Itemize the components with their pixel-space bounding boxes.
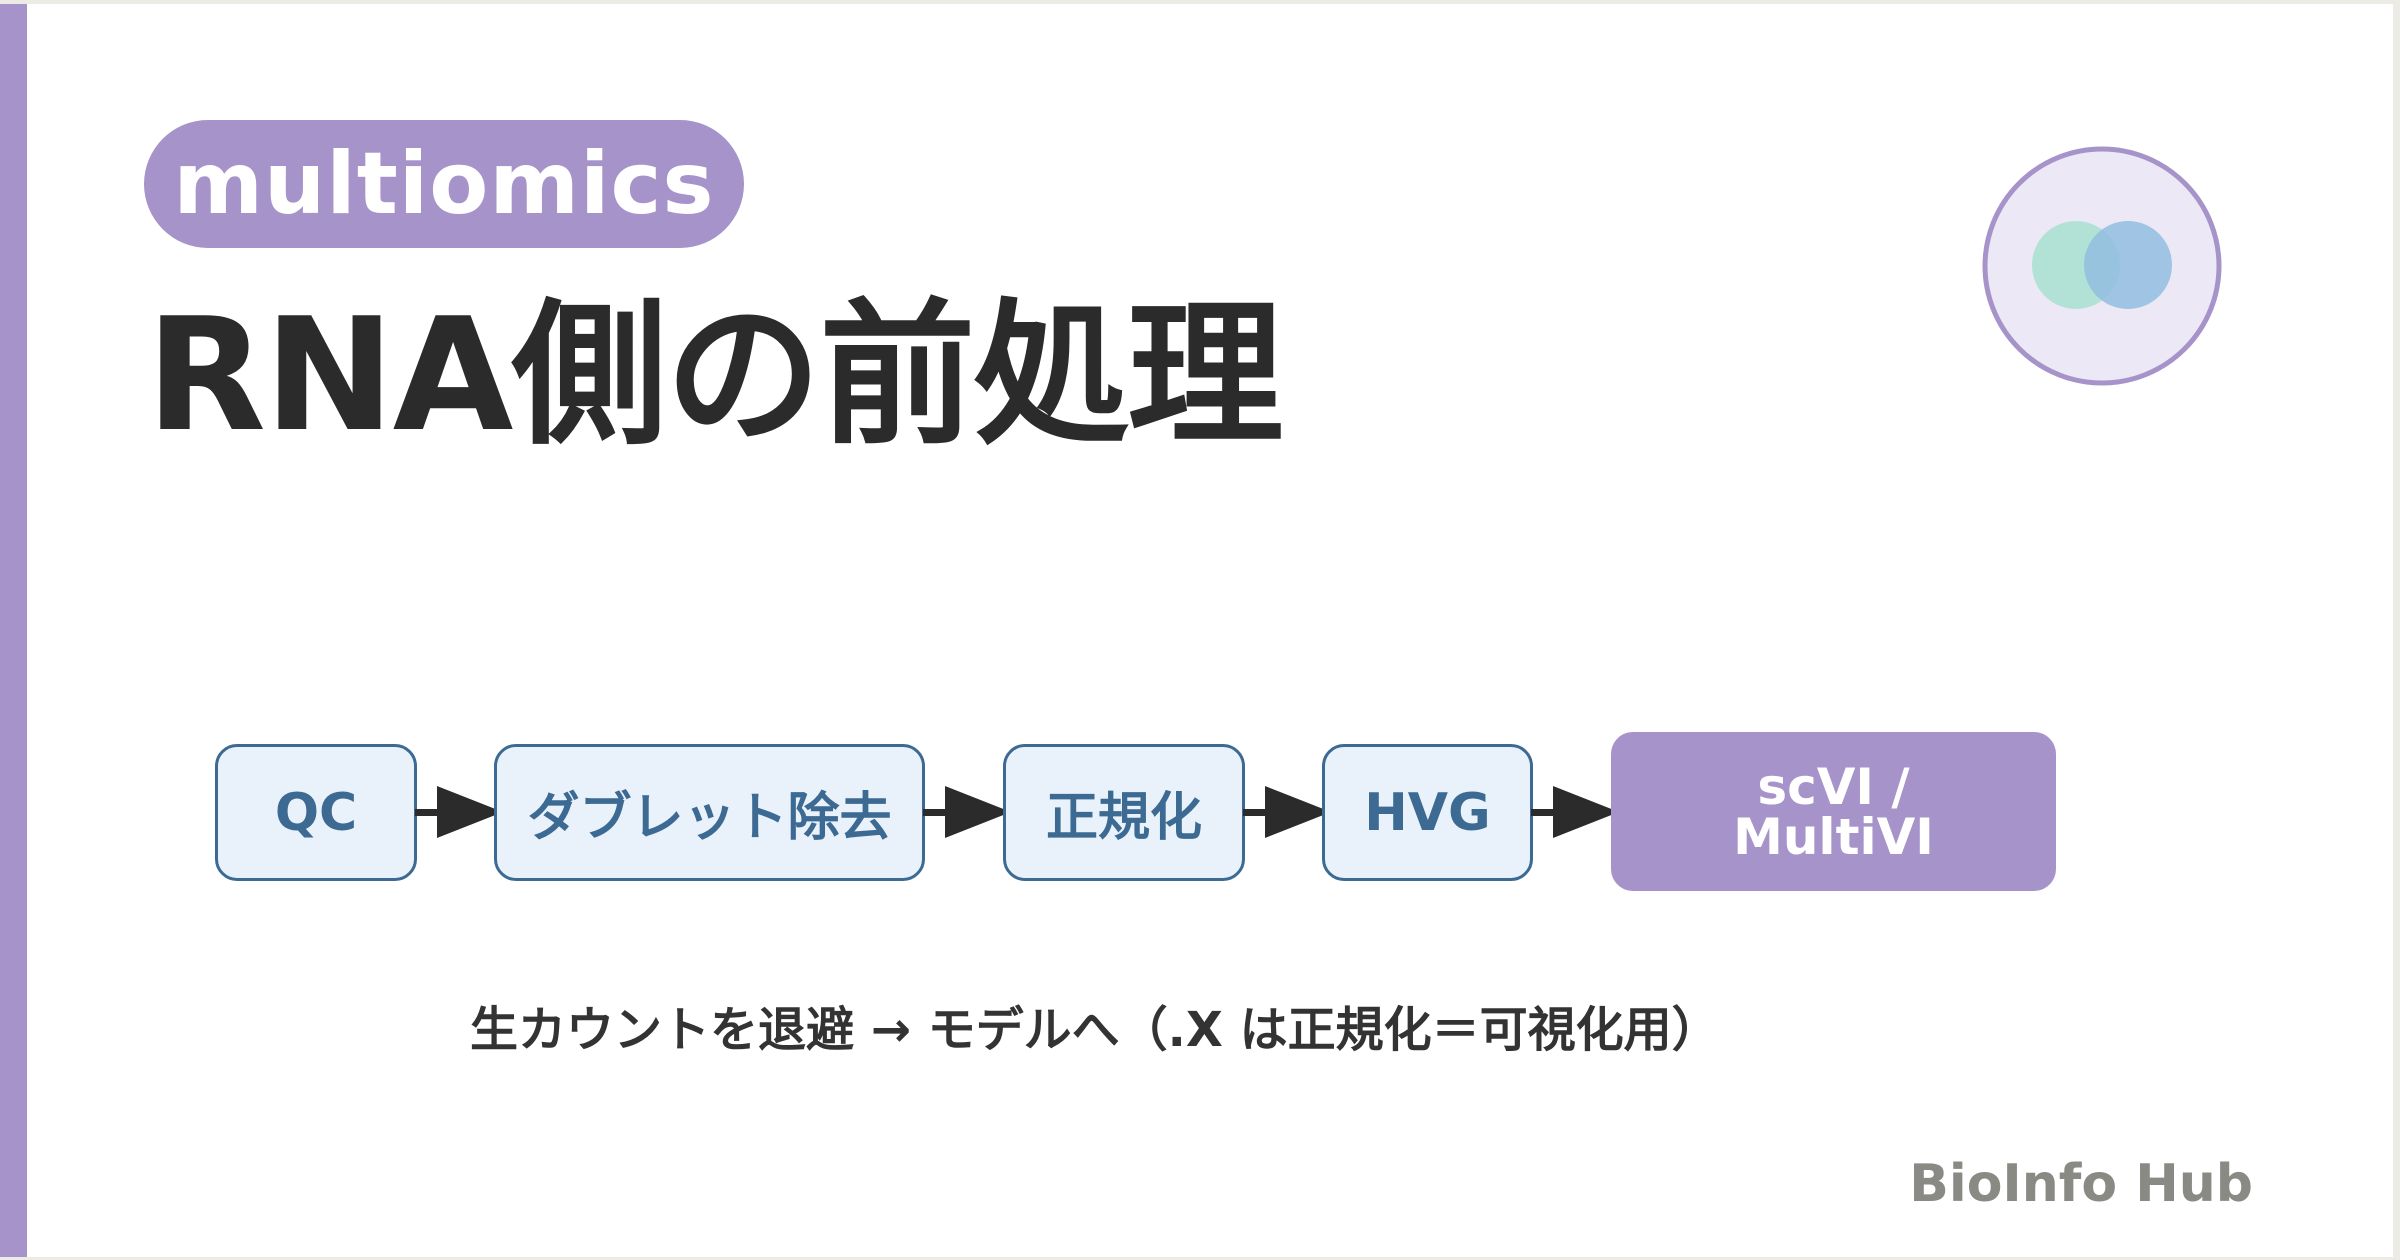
pipeline-step-scvi-multivi: scVI / MultiVI bbox=[1611, 732, 2056, 891]
arrow-right-icon bbox=[415, 786, 503, 838]
pipeline-step-doublet-removal: ダブレット除去 bbox=[494, 744, 925, 881]
pipeline-step-hvg: HVG bbox=[1322, 744, 1533, 881]
overlapping-circles-icon bbox=[1982, 146, 2222, 386]
page-title: RNA側の前処理 bbox=[146, 284, 1283, 466]
arrow-right-icon bbox=[923, 786, 1011, 838]
arrow-right-icon bbox=[1243, 786, 1331, 838]
pipeline-note: 生カウントを退避 → モデルへ（.X は正規化＝可視化用） bbox=[470, 1002, 1720, 1058]
pipeline-step-normalization: 正規化 bbox=[1003, 744, 1245, 881]
arrow-right-icon bbox=[1531, 786, 1619, 838]
pipeline-step-qc: QC bbox=[215, 744, 417, 881]
slide-card: multiomics RNA側の前処理 QC ダブレット除去 正規化 HVG s bbox=[0, 4, 2393, 1257]
accent-bar bbox=[0, 4, 27, 1257]
topic-tag: multiomics bbox=[144, 120, 744, 248]
brand-name: BioInfo Hub bbox=[1909, 1154, 2253, 1214]
pipeline-step-scvi-multivi-label: scVI / MultiVI bbox=[1733, 757, 1934, 866]
